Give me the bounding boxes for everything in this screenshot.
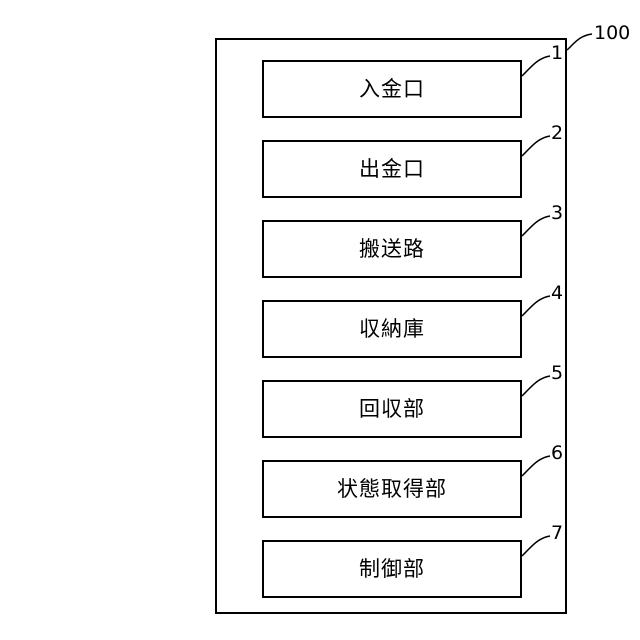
block-1-leader-line: [522, 56, 550, 76]
block-3-reference-number: 3: [551, 204, 563, 223]
block-label: 状態取得部: [337, 479, 447, 500]
block-4-leader-line: [522, 296, 550, 316]
block-7-reference-number: 7: [551, 524, 563, 543]
block-1-reference-number: 1: [551, 44, 563, 63]
block-4-reference-number: 4: [551, 284, 563, 303]
block-6-reference-number: 6: [551, 444, 563, 463]
block-7-leader-line: [522, 536, 550, 556]
block-label: 搬送路: [359, 239, 425, 260]
block-6-leader-line: [522, 456, 550, 476]
dispense-port-block: 出金口: [262, 140, 522, 198]
block-label: 回収部: [359, 399, 425, 420]
collection-unit-block: 回収部: [262, 380, 522, 438]
block-5-leader-line: [522, 376, 550, 396]
block-label: 入金口: [359, 79, 425, 100]
deposit-port-block: 入金口: [262, 60, 522, 118]
block-label: 制御部: [359, 559, 425, 580]
frame-leader-line: [567, 34, 592, 50]
block-label: 出金口: [359, 159, 425, 180]
control-unit-block: 制御部: [262, 540, 522, 598]
state-acquisition-unit-block: 状態取得部: [262, 460, 522, 518]
block-2-leader-line: [522, 136, 550, 156]
block-label: 収納庫: [359, 319, 425, 340]
block-5-reference-number: 5: [551, 364, 563, 383]
storage-block: 収納庫: [262, 300, 522, 358]
frame-reference-number: 100: [594, 24, 630, 43]
transport-path-block: 搬送路: [262, 220, 522, 278]
block-3-leader-line: [522, 216, 550, 236]
block-2-reference-number: 2: [551, 124, 563, 143]
